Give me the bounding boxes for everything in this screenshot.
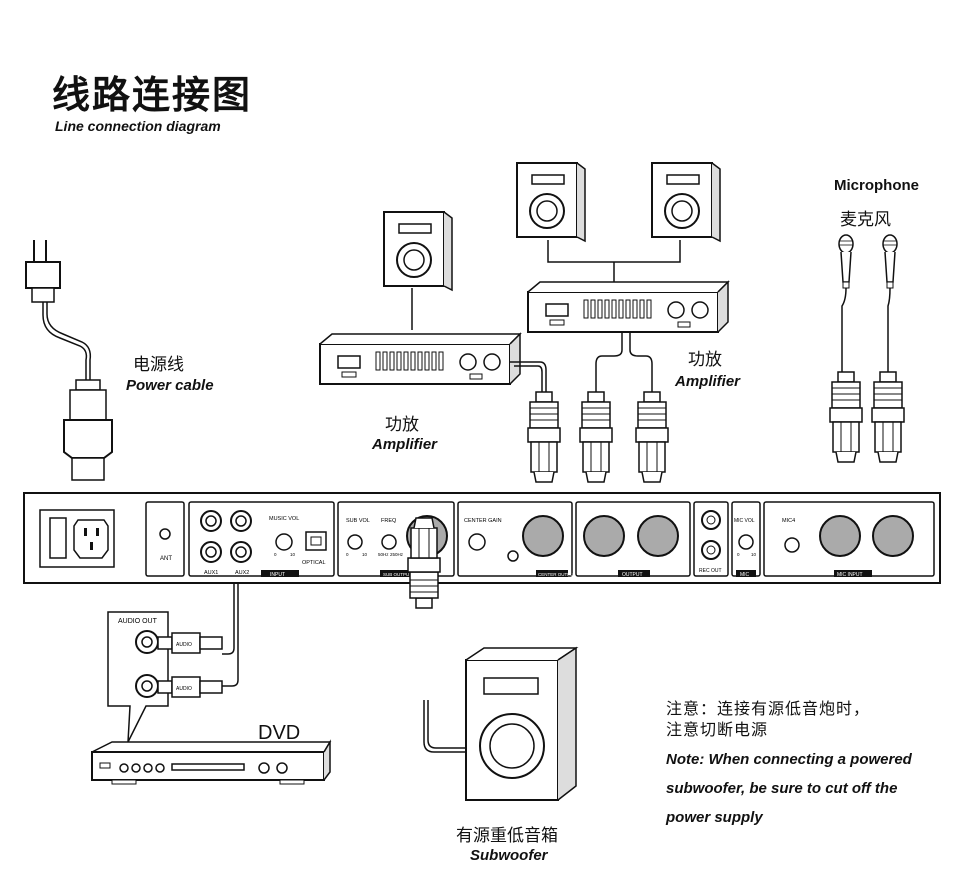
svg-text:10: 10 xyxy=(751,552,757,557)
sub-vol-knob xyxy=(347,534,363,550)
freq-label: FREQ xyxy=(381,518,397,524)
sub-vol-label: SUB VOL xyxy=(346,518,370,524)
xlr-plug-center xyxy=(527,391,561,483)
note-cn: 注意：连接有源低音炮时， 注意切断电源 xyxy=(666,698,870,740)
dvd-label: DVD xyxy=(258,722,301,744)
speaker-right-1 xyxy=(516,162,586,242)
svg-text:250Hz: 250Hz xyxy=(390,552,404,557)
ant-jack xyxy=(159,528,171,540)
dvd-player xyxy=(91,739,332,785)
music-vol-label: MUSIC VOL xyxy=(269,516,299,522)
speaker-right-wire xyxy=(547,240,681,263)
microphone-1 xyxy=(838,234,854,289)
note-cn-line-2: 注意切断电源 xyxy=(666,720,769,739)
svg-text:0: 0 xyxy=(737,552,740,557)
microphone-label-cn: 麦克风 xyxy=(840,210,891,230)
power-cable-label-cn: 电源线 xyxy=(133,355,184,375)
amplifier-left xyxy=(319,333,521,385)
speaker-right-2 xyxy=(651,162,721,242)
note-en-line-2: subwoofer, be sure to cut off the xyxy=(666,780,898,797)
subwoofer xyxy=(465,646,579,801)
note-cn-line-1: 注意：连接有源低音炮时， xyxy=(666,699,871,718)
mic4-label: MIC4 xyxy=(782,518,795,524)
mic4-jack xyxy=(784,537,800,553)
subwoofer-label-cn: 有源重低音箱 xyxy=(456,826,558,846)
amplifier-right-label-cn: 功放 xyxy=(688,350,722,370)
amplifier-right-label-en: Amplifier xyxy=(675,373,741,390)
center-gain-label: CENTER GAIN xyxy=(464,518,502,524)
power-switch xyxy=(49,517,67,559)
amplifier-left-label-en: Amplifier xyxy=(372,436,438,453)
mic-label: MIC xyxy=(740,572,750,578)
xlr-plug-output-left xyxy=(579,391,613,483)
ant-label: ANT xyxy=(160,556,172,562)
aux2-label: AUX2 xyxy=(235,570,249,576)
svg-text:AUDIO: AUDIO xyxy=(176,642,192,648)
svg-text:AUDIO: AUDIO xyxy=(176,686,192,692)
svg-text:50Hz: 50Hz xyxy=(378,552,389,557)
diagram-title-cn: 线路连接图 xyxy=(52,73,253,117)
audio-out-label: AUDIO OUT xyxy=(118,618,158,625)
amplifier-right xyxy=(527,281,729,333)
xlr-plug-mic-1 xyxy=(829,371,863,463)
subwoofer-label-en: Subwoofer xyxy=(470,847,548,864)
svg-text:0: 0 xyxy=(274,552,277,557)
microphone-label-en: Microphone xyxy=(834,177,919,194)
note-en-line-1: Note: When connecting a powered xyxy=(666,751,912,768)
center-output-xlr-jack xyxy=(522,515,564,557)
xlr-plug-mic-2 xyxy=(871,371,905,463)
svg-text:0: 0 xyxy=(346,552,349,557)
center-output-label: CENTER OUTPUT xyxy=(538,572,577,577)
power-plug xyxy=(25,240,113,481)
mic-vol-knob xyxy=(738,534,754,550)
mic-vol-label: MIC VOL xyxy=(734,518,755,524)
dvd-audio-out-callout: AUDIO OUT AUDIO AUDIO xyxy=(107,611,223,743)
subwoofer-cable xyxy=(407,517,466,753)
music-vol-knob xyxy=(275,533,293,551)
microphone-2 xyxy=(882,234,898,289)
mic-input-xlr-jack-2 xyxy=(872,515,914,557)
diagram-title-en: Line connection diagram xyxy=(55,118,221,134)
xlr-plug-output-right xyxy=(635,391,669,483)
rear-panel: ANT AUX1 AUX2 MUSIC VOL 0 10 OPTICAL INP… xyxy=(23,492,941,584)
rec-out-label: REC OUT xyxy=(699,568,722,574)
sub-output-label: SUB OUTPUT xyxy=(383,572,412,577)
speaker-left xyxy=(383,211,453,291)
power-cable-label-en: Power cable xyxy=(126,377,214,394)
freq-knob xyxy=(381,534,397,550)
optical-label: OPTICAL xyxy=(302,560,326,566)
svg-text:10: 10 xyxy=(362,552,368,557)
note-en: Note: When connecting a powered subwoofe… xyxy=(666,745,912,832)
note-en-line-3: power supply xyxy=(666,809,763,826)
input-label: INPUT xyxy=(270,572,285,578)
output-label: OUTPUT xyxy=(622,572,643,578)
aux1-label: AUX1 xyxy=(204,570,218,576)
center-indicator xyxy=(507,550,519,562)
output-xlr-jack-left xyxy=(583,515,625,557)
output-xlr-jack-right xyxy=(637,515,679,557)
amplifier-left-label-cn: 功放 xyxy=(385,415,419,435)
center-gain-knob xyxy=(468,533,486,551)
mic-input-xlr-jack-1 xyxy=(819,515,861,557)
svg-text:10: 10 xyxy=(290,552,296,557)
mic-input-label: MIC INPUT xyxy=(837,572,863,578)
